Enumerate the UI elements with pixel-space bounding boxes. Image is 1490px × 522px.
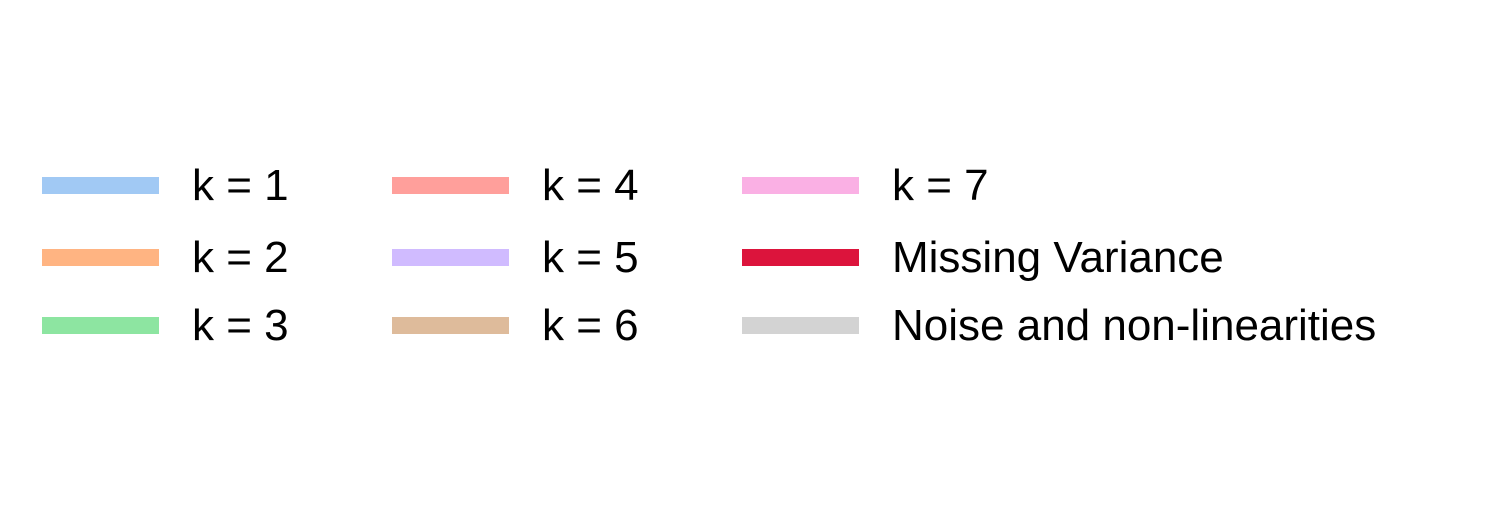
legend-swatch: [42, 249, 159, 266]
legend-label: Noise and non-linearities: [892, 301, 1377, 350]
legend-label: k = 4: [542, 161, 639, 210]
legend-swatch: [392, 249, 509, 266]
legend-label: k = 3: [192, 301, 289, 350]
legend-swatch: [742, 177, 859, 194]
legend-label: k = 5: [542, 233, 639, 282]
legend-label: Missing Variance: [892, 233, 1224, 282]
legend-label: k = 7: [892, 161, 989, 210]
legend-label: k = 6: [542, 301, 639, 350]
legend-swatch: [42, 177, 159, 194]
legend-label: k = 1: [192, 161, 289, 210]
legend-swatch: [42, 317, 159, 334]
legend-swatch: [392, 317, 509, 334]
legend-label: k = 2: [192, 233, 289, 282]
legend-swatch: [742, 317, 859, 334]
legend-swatch: [742, 249, 859, 266]
legend-swatch: [392, 177, 509, 194]
